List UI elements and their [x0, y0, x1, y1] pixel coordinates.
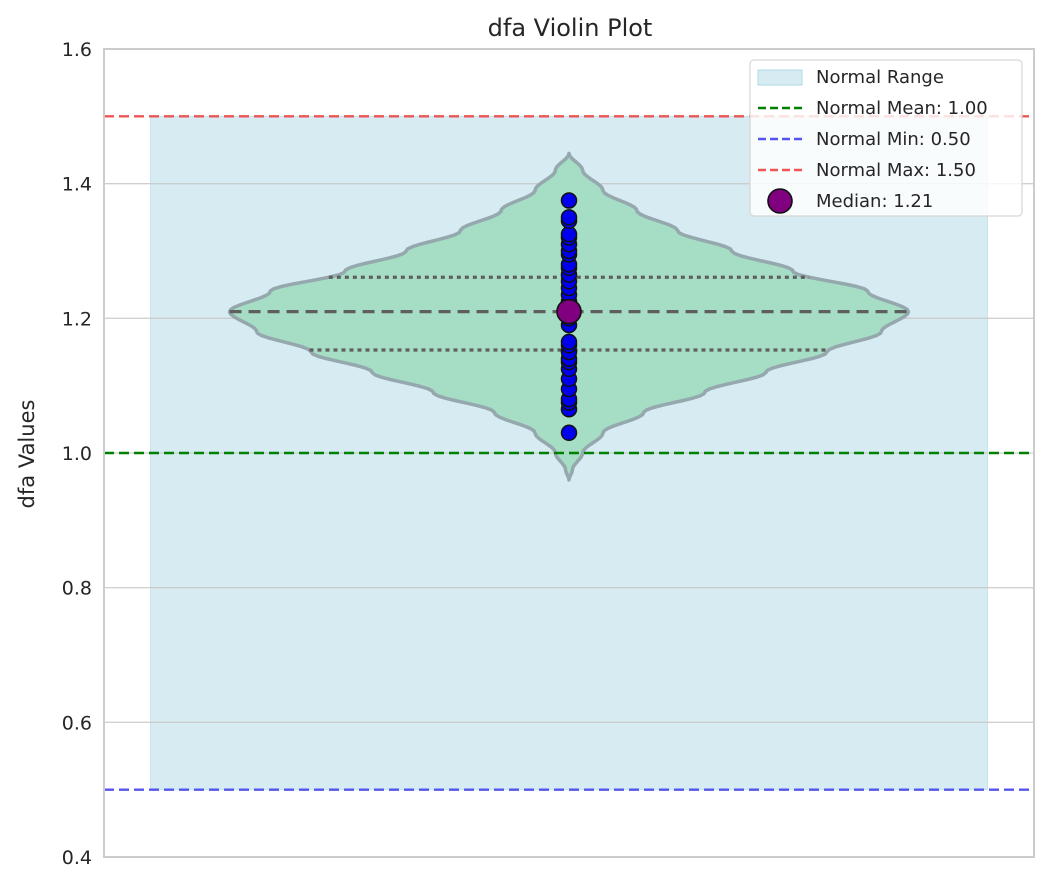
median-marker	[556, 298, 582, 325]
y-axis-label: dfa Values	[15, 400, 39, 509]
y-tick-label: 1.6	[62, 39, 92, 61]
y-tick-label: 0.8	[62, 578, 92, 600]
legend-box	[749, 59, 1023, 217]
data-point	[560, 209, 578, 226]
legend-label: Normal Mean: 1.00	[816, 98, 988, 119]
plot-area	[103, 48, 1035, 858]
data-point	[560, 192, 578, 209]
data-point	[560, 333, 578, 351]
data-point	[560, 424, 578, 442]
axes-frame	[103, 48, 1035, 858]
legend-swatch-normal-range	[757, 69, 803, 86]
y-tick-label: 0.4	[62, 847, 92, 869]
y-tick-label: 1.0	[62, 443, 92, 465]
legend-label: Normal Range	[816, 67, 944, 88]
y-tick-label: 1.2	[62, 308, 92, 330]
y-tick-label: 0.6	[62, 712, 92, 734]
legend-label: Normal Min: 0.50	[816, 129, 971, 150]
legend-label: Median: 1.21	[816, 191, 933, 212]
y-axis-ticks: 0.4 0.6 0.8 1.0 1.2 1.4 1.6	[62, 39, 92, 869]
y-tick-label: 1.4	[62, 174, 92, 196]
legend-label: Normal Max: 1.50	[816, 160, 976, 181]
chart-title: dfa Violin Plot	[488, 14, 653, 42]
legend-swatch-median	[767, 188, 793, 214]
